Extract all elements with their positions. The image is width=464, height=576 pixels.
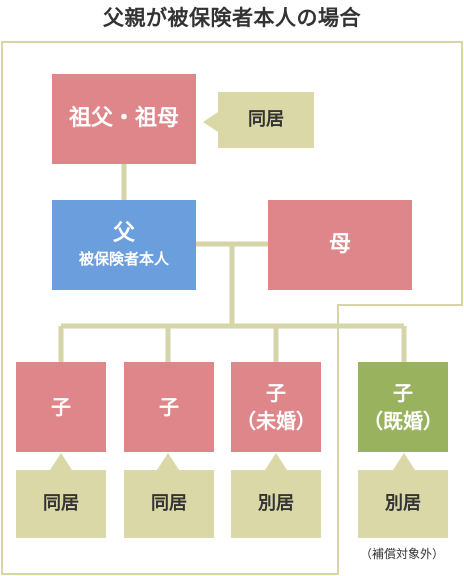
mother-box: 母 bbox=[268, 200, 412, 290]
child-box-2: 子 bbox=[124, 362, 214, 452]
child-box-3: 子 （未婚） bbox=[231, 362, 321, 452]
grandparents-box: 祖父・祖母 bbox=[52, 74, 196, 164]
child-4-residence-label: 別居 bbox=[385, 493, 421, 514]
father-label: 父 bbox=[112, 221, 135, 246]
child-4-residence-badge: 別居 bbox=[358, 470, 448, 538]
child-2-label: 子 bbox=[159, 395, 179, 419]
mother-label: 母 bbox=[328, 232, 351, 257]
pointer-child-1-residence bbox=[50, 453, 72, 470]
grandparents-label: 祖父・祖母 bbox=[68, 106, 179, 131]
child-1-label: 子 bbox=[51, 395, 71, 419]
child-3-residence-badge: 別居 bbox=[231, 470, 321, 538]
not-covered-note: （補償対象外） bbox=[359, 547, 444, 561]
child-2-residence-badge: 同居 bbox=[124, 470, 214, 538]
grandparents-residence-badge: 同居 bbox=[218, 92, 314, 148]
child-3-label: 子 bbox=[266, 381, 286, 405]
child-3-residence-label: 別居 bbox=[258, 493, 294, 514]
child-1-residence-label: 同居 bbox=[43, 493, 79, 514]
child-2-residence-label: 同居 bbox=[151, 493, 187, 514]
child-1-residence-badge: 同居 bbox=[16, 470, 106, 538]
child-box-1: 子 bbox=[16, 362, 106, 452]
child-4-label: 子 bbox=[393, 381, 413, 405]
pointer-child-2-residence bbox=[157, 453, 179, 470]
child-4-status: （既婚） bbox=[363, 409, 443, 433]
pointer-grandparents-residence bbox=[203, 112, 218, 132]
child-box-4: 子 （既婚） bbox=[358, 362, 448, 452]
child-3-status: （未婚） bbox=[236, 409, 316, 433]
pointer-child-4-residence bbox=[393, 453, 415, 470]
father-box: 父 被保険者本人 bbox=[52, 200, 196, 290]
grandparents-residence-label: 同居 bbox=[248, 109, 284, 130]
father-sublabel: 被保険者本人 bbox=[78, 250, 169, 268]
coverage-boundary bbox=[1, 41, 463, 575]
pointer-child-3-residence bbox=[265, 453, 287, 470]
diagram-title: 父親が被保険者本人の場合 bbox=[103, 6, 361, 30]
